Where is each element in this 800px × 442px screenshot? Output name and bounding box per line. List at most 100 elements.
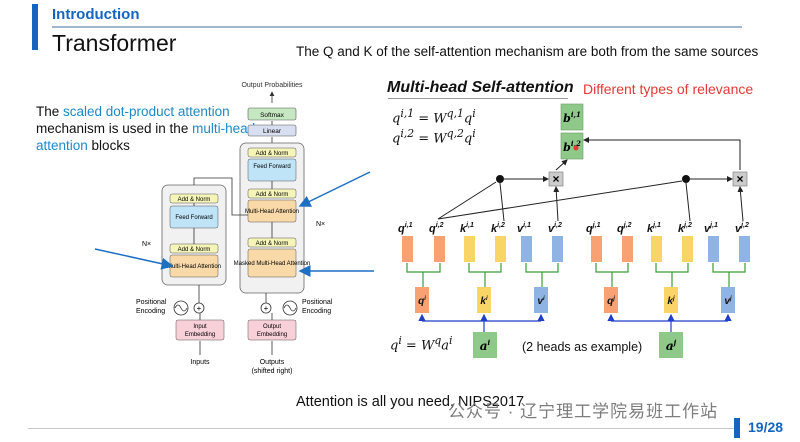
relevance-note: Different types of relevance [583, 81, 754, 97]
inputs-label: Inputs [190, 359, 210, 366]
svg-text:×: × [552, 172, 559, 186]
page-accent-bar [734, 418, 740, 438]
heads-j [591, 236, 750, 262]
mid-v-j [721, 287, 735, 313]
svg-text:ai: ai [480, 338, 491, 353]
head-q-j-1 [591, 236, 602, 262]
svg-text:qj: qj [607, 296, 615, 307]
watermark-text: 公众号 · 辽宁理工学院易班工作站 [448, 402, 719, 421]
svg-text:vj,2: vj,2 [735, 222, 749, 235]
head-k-j-1 [651, 236, 662, 262]
equation-q-i: qi = Wqai [390, 334, 453, 354]
outputs-label: Outputs [260, 359, 285, 366]
input-a-i [473, 332, 497, 358]
head-k-i-1 [464, 236, 475, 262]
left-note-highlight-1: scaled dot-product attention [63, 104, 230, 119]
head-v-j-1 [708, 236, 719, 262]
left-note-part3: blocks [87, 138, 130, 153]
encoder-feedforward: Feed Forward [175, 215, 212, 221]
section-accent-bar [32, 4, 38, 50]
left-note-part2: mechanism is used in the [36, 121, 193, 136]
left-note-highlight-2: multi-head attention [36, 121, 256, 153]
output-b-i-2 [560, 132, 584, 160]
equation-q-i-2: qi,2 = Wq,2qi [392, 127, 476, 147]
top-note: The Q and K of the self-attention mechan… [296, 44, 759, 59]
multiply-node-left [548, 171, 564, 187]
decoder-multihead: Multi-Head Attention [245, 209, 299, 215]
head-k-i-2 [495, 236, 506, 262]
heads-i [402, 236, 563, 262]
decoder-positional-label-1: Positional [302, 299, 333, 306]
encoder-positional-label-2: Encoding [136, 308, 165, 315]
encoder-positional-label-1: Positional [136, 299, 167, 306]
decoder-addnorm-1: Add & Norm [256, 241, 289, 247]
mha-title: Multi-head Self-attention [387, 79, 574, 96]
linear-label: Linear [263, 128, 282, 135]
page-number: 19/28 [748, 419, 784, 435]
decoder-nx-label: N× [316, 221, 325, 228]
svg-text:Embedding: Embedding [257, 332, 287, 338]
head-v-i-1 [521, 236, 532, 262]
equation-q-i-1: qi,1 = Wq,1qi [392, 107, 476, 127]
heads-example-note: (2 heads as example) [522, 340, 643, 354]
svg-text:ki,1: ki,1 [460, 222, 474, 235]
section-title: Introduction [52, 6, 140, 23]
footer-divider [28, 428, 734, 429]
svg-text:aj: aj [666, 338, 677, 353]
pointer-arrow-decoder [298, 171, 371, 207]
svg-text:qi: qi [418, 296, 426, 307]
mid-k-j [664, 287, 678, 313]
dot-product-node-i [496, 175, 504, 183]
svg-text:kj,2: kj,2 [678, 222, 692, 235]
head-q-i-2 [434, 236, 445, 262]
mid-q-i [415, 287, 429, 313]
multiply-node-right [732, 171, 748, 187]
svg-text:Output: Output [263, 324, 281, 330]
encoder-multihead: Multi-Head Attention [167, 264, 221, 270]
head-q-j-2 [622, 236, 633, 262]
decoder-positional-label-2: Encoding [302, 308, 331, 315]
svg-text:vj: vj [724, 296, 732, 307]
pointer-arrow-encoder [94, 248, 174, 270]
encoder-addnorm-1: Add & Norm [178, 247, 211, 253]
output-probabilities-label: Output Probabilities [241, 82, 303, 89]
head-q-i-1 [402, 236, 413, 262]
softmax-label: Softmax [260, 112, 285, 119]
svg-text:Embedding: Embedding [185, 332, 215, 338]
mid-v-i [534, 287, 548, 313]
svg-text:Input: Input [193, 324, 207, 330]
svg-text:vi: vi [537, 296, 545, 307]
decoder-addnorm-2: Add & Norm [256, 192, 289, 198]
header-divider [52, 26, 742, 28]
left-note-part1: The [36, 104, 64, 119]
svg-text:qj,2: qj,2 [617, 222, 632, 235]
head-k-j-2 [682, 236, 693, 262]
svg-text:+: + [264, 304, 269, 313]
svg-text:kj,1: kj,1 [647, 222, 661, 235]
svg-text:kj: kj [667, 296, 675, 307]
head-v-i-2 [552, 236, 563, 262]
dot-product-node-j [682, 175, 690, 183]
mid-q-j [604, 287, 618, 313]
output-b-i-1 [560, 103, 584, 131]
input-a-j [659, 332, 683, 358]
decoder-feedforward: Feed Forward [253, 164, 290, 170]
encoder-nx-label: N× [142, 241, 151, 248]
svg-text:vi,1: vi,1 [517, 222, 531, 235]
shifted-right-label: (shifted right) [252, 368, 293, 375]
svg-text:qj,1: qj,1 [586, 222, 601, 235]
svg-text:+: + [197, 304, 202, 313]
svg-text:qi,2: qi,2 [429, 222, 444, 235]
svg-text:vi,2: vi,2 [548, 222, 562, 235]
highlight-dot [573, 145, 579, 151]
reference-note: Attention is all you need, NIPS2017 [296, 394, 525, 410]
encoder-addnorm-2: Add & Norm [178, 197, 211, 203]
svg-text:ki: ki [480, 296, 488, 307]
head-v-j-2 [739, 236, 750, 262]
mid-k-i [477, 287, 491, 313]
svg-text:vj,1: vj,1 [704, 222, 718, 235]
linear-block [247, 124, 297, 137]
decoder-addnorm-3: Add & Norm [256, 151, 289, 157]
